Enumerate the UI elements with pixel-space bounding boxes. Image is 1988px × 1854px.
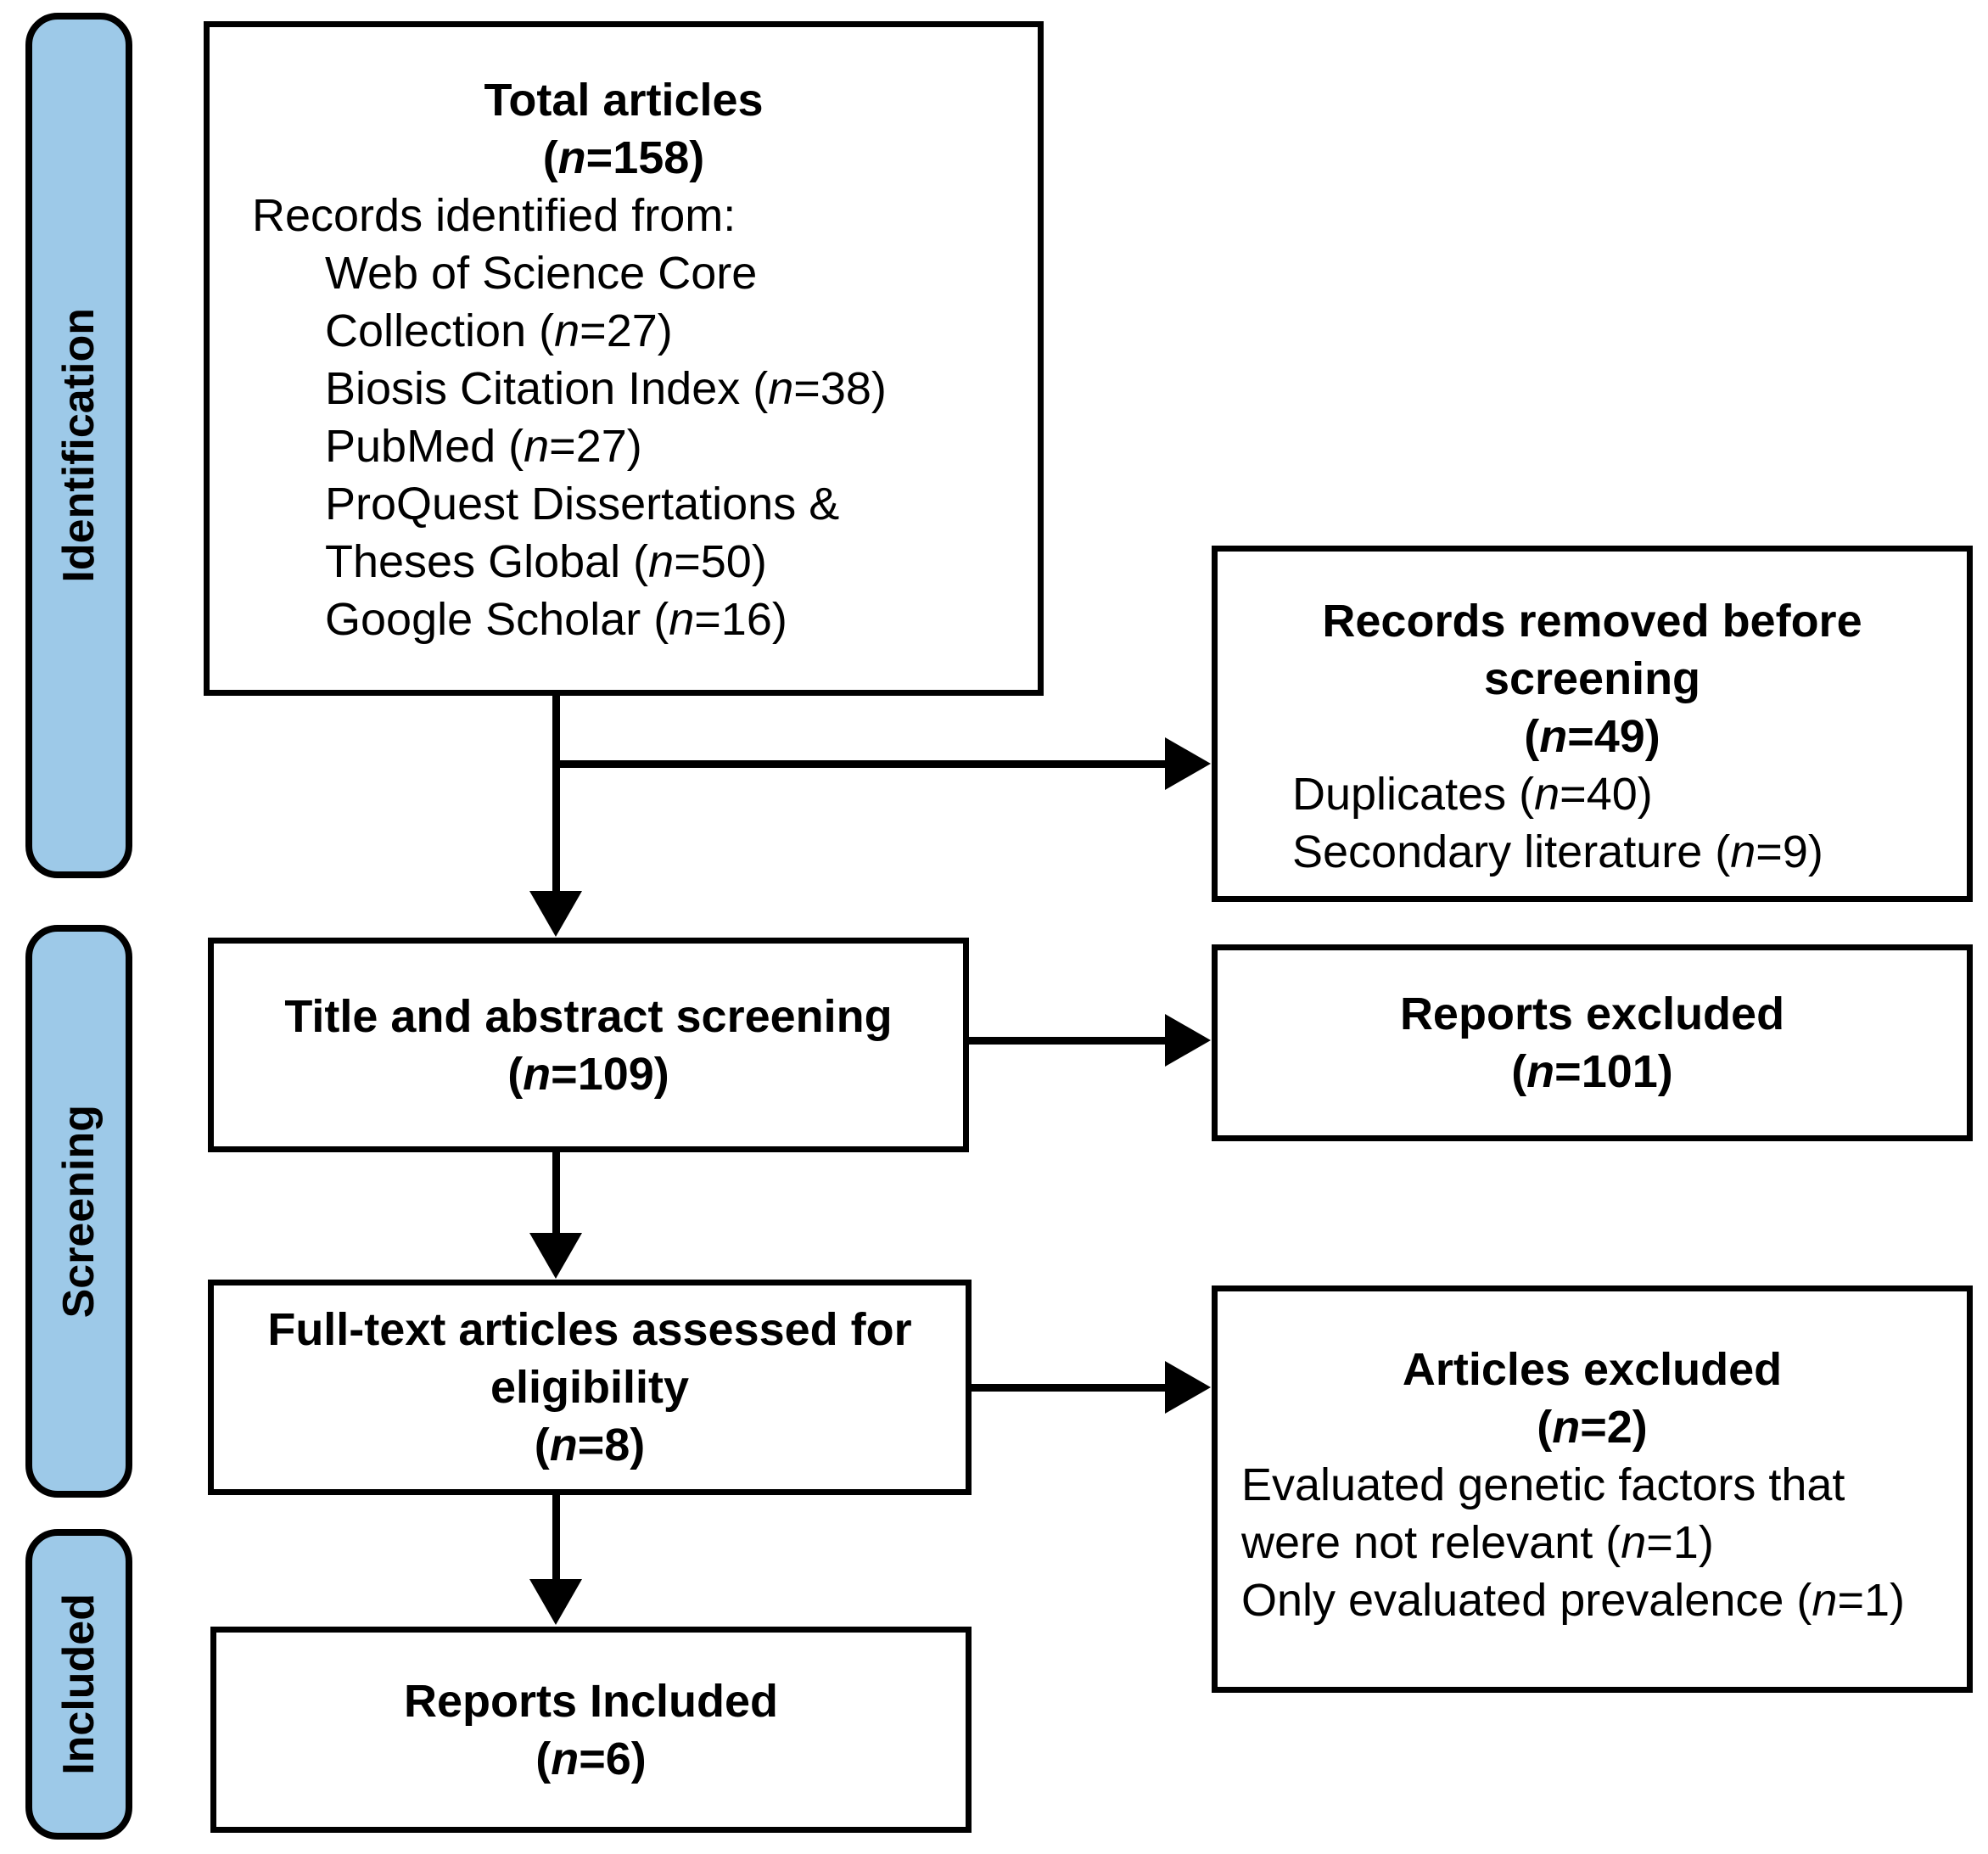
connector-to-reports-excluded — [969, 1037, 1166, 1045]
stage-screening: Screening — [25, 925, 132, 1498]
box-total-articles-count: (n=158) — [542, 132, 705, 183]
box-articles-excluded: Articles excluded (n=2) Evaluated geneti… — [1212, 1285, 1973, 1693]
box-reports-excluded-count: (n=101) — [1511, 1046, 1673, 1097]
stage-included: Included — [25, 1529, 132, 1840]
source-item: Google Scholar (n=16) — [325, 594, 787, 645]
box-records-removed: Records removed before screening (n=49) … — [1212, 546, 1973, 902]
source-item: ProQuest Dissertations & Theses Global (… — [325, 479, 840, 587]
box-full-text-assessed: Full-text articles assessed for eligibil… — [208, 1280, 972, 1495]
arrow-right-icon — [1165, 1014, 1211, 1067]
arrow-right-icon — [1165, 1361, 1211, 1414]
box-reports-included-count: (n=6) — [535, 1733, 647, 1784]
box-full-text-count: (n=8) — [534, 1420, 646, 1470]
removal-reason: Secondary literature (n=9) — [1292, 826, 1823, 877]
arrow-right-icon — [1165, 737, 1211, 790]
box-full-text-title: Full-text articles assessed for eligibil… — [267, 1304, 912, 1413]
stage-screening-label: Screening — [54, 1104, 104, 1319]
box-records-removed-count: (n=49) — [1524, 711, 1660, 762]
stage-identification-label: Identification — [54, 308, 104, 583]
box-reports-included-title: Reports Included — [403, 1675, 779, 1727]
stage-included-label: Included — [54, 1594, 104, 1775]
box-articles-excluded-count: (n=2) — [1537, 1402, 1648, 1453]
box-reports-included: Reports Included (n=6) — [210, 1627, 972, 1833]
box-reports-excluded-title: Reports excluded — [1399, 989, 1785, 1039]
source-item: Web of Science Core Collection (n=27) — [325, 248, 758, 356]
box-articles-excluded-title: Articles excluded — [1402, 1344, 1783, 1395]
box-title-abstract-screening: Title and abstract screening (n=109) — [208, 938, 969, 1152]
exclusion-reason: Only evaluated prevalence (n=1) — [1241, 1575, 1905, 1626]
connector-to-records-removed — [552, 760, 1166, 768]
stage-identification: Identification — [25, 13, 132, 878]
box-total-articles-intro: Records identified from: — [252, 190, 736, 241]
connector-eligibility-down — [552, 1495, 560, 1581]
exclusion-reason: Evaluated genetic factors that were not … — [1241, 1459, 1845, 1568]
arrow-down-icon — [529, 1233, 582, 1279]
box-total-articles-title: Total articles — [484, 75, 764, 126]
removal-reason: Duplicates (n=40) — [1292, 769, 1653, 820]
connector-identification-down — [552, 694, 560, 893]
box-reports-excluded: Reports excluded (n=101) — [1212, 944, 1973, 1141]
source-item: PubMed (n=27) — [325, 421, 642, 472]
source-item: Biosis Citation Index (n=38) — [325, 363, 887, 414]
connector-screening-down — [552, 1152, 560, 1235]
arrow-down-icon — [529, 1579, 582, 1625]
box-total-articles: Total articles (n=158) Records identifie… — [204, 21, 1044, 696]
box-title-abstract-title: Title and abstract screening — [284, 990, 893, 1042]
connector-to-articles-excluded — [972, 1384, 1166, 1392]
arrow-down-icon — [529, 891, 582, 937]
box-records-removed-title: Records removed before screening — [1322, 596, 1862, 704]
box-title-abstract-count: (n=109) — [507, 1048, 669, 1100]
